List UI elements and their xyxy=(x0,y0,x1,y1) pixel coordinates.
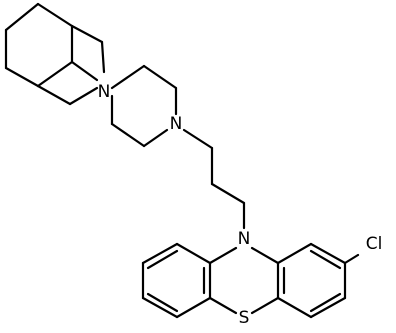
bond xyxy=(250,296,280,315)
bond xyxy=(70,60,99,82)
bond xyxy=(175,242,212,265)
bond xyxy=(100,40,106,74)
bond xyxy=(36,60,74,88)
atom-label-sulfur: S xyxy=(239,308,250,328)
atom-label-n-piperazine: N xyxy=(170,114,183,134)
bond xyxy=(276,242,313,265)
piperazine-ring xyxy=(110,64,178,148)
bond xyxy=(141,296,179,319)
bond xyxy=(68,86,99,106)
bond xyxy=(4,66,40,88)
bond xyxy=(208,246,238,265)
propyl-chain xyxy=(182,128,246,230)
bond xyxy=(110,122,146,148)
bond xyxy=(142,64,178,90)
atom-label-chlorine: Cl xyxy=(366,234,383,254)
bond-double xyxy=(309,292,342,313)
phenothiazine-central-ring xyxy=(208,246,280,315)
bond xyxy=(4,2,40,32)
azaadamantane-cage xyxy=(4,2,106,106)
bond xyxy=(141,242,179,265)
bond xyxy=(210,182,246,205)
bond xyxy=(36,84,72,106)
bond xyxy=(182,128,214,150)
bond-chlorine xyxy=(343,253,360,265)
bond-double xyxy=(146,249,179,270)
bond-double xyxy=(309,249,342,270)
bond xyxy=(110,64,146,90)
atom-label-n-adamantyl: N xyxy=(98,82,111,102)
atom-labels: N N N S Cl xyxy=(98,82,383,328)
bond xyxy=(276,296,313,319)
bond xyxy=(175,296,212,319)
bond-double xyxy=(146,292,179,313)
right-benzene-ring xyxy=(276,242,347,319)
bond xyxy=(250,246,280,265)
bond xyxy=(142,128,169,148)
bond xyxy=(70,24,104,44)
bond xyxy=(36,2,74,28)
bond xyxy=(208,296,238,315)
bond xyxy=(309,296,347,319)
bond xyxy=(309,242,347,265)
atom-label-n-phenothiazine: N xyxy=(238,229,251,249)
left-benzene-ring xyxy=(141,242,212,319)
